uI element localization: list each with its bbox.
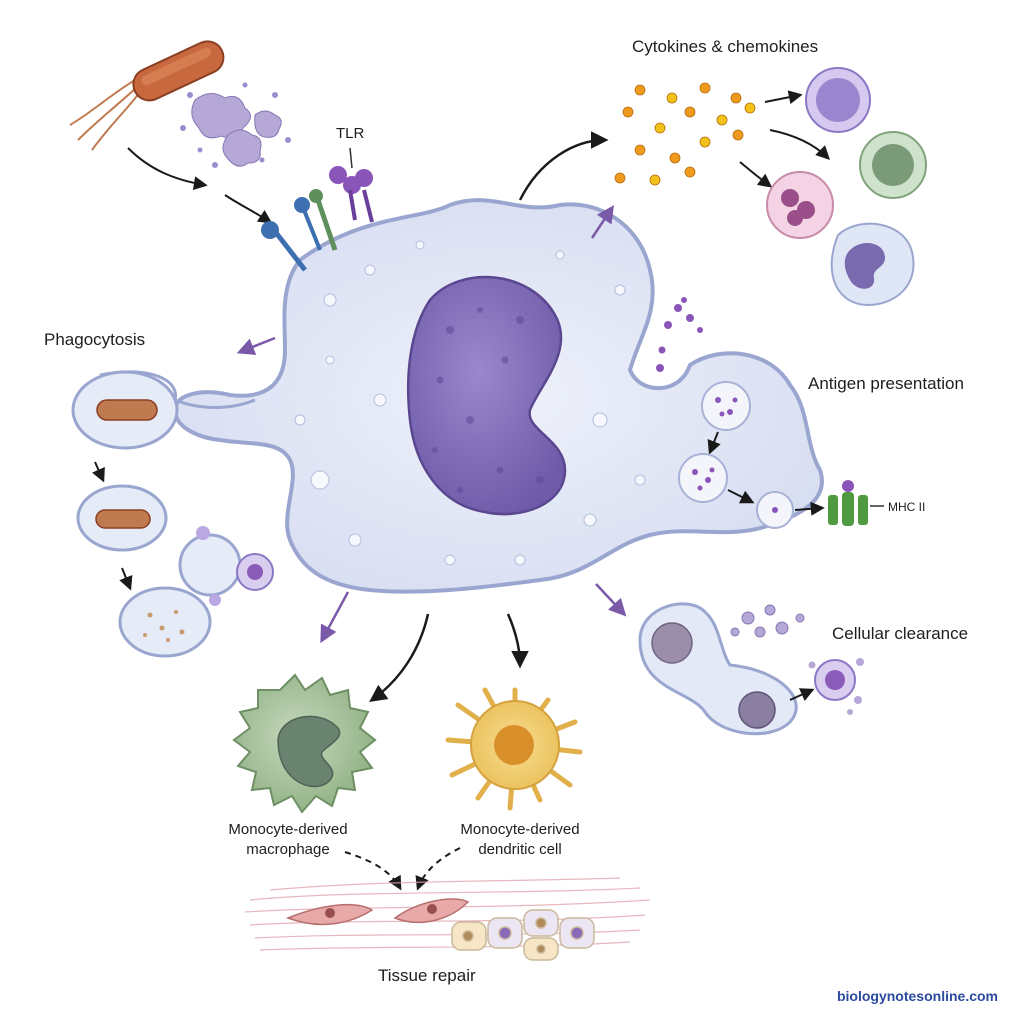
fibroblast-cells xyxy=(285,898,470,926)
mhc-ii-molecule xyxy=(828,480,868,526)
tlr-receptor-blue xyxy=(261,197,322,272)
arrow-to-neutrophil xyxy=(739,161,773,188)
tlr-receptor-purple xyxy=(329,166,374,223)
dendritic-label: Monocyte-derived dendritic cell xyxy=(450,820,590,860)
cytokine-particles xyxy=(614,82,756,186)
arrow-to-apoptotic-cell xyxy=(789,688,815,702)
tlr-receptor-green xyxy=(309,189,338,251)
green-immune-cell xyxy=(859,131,927,199)
apoptotic-cell xyxy=(808,658,864,715)
macrophage-label-line1: Monocyte-derived xyxy=(228,821,348,838)
pathogen-debris xyxy=(191,93,282,167)
debris-dots xyxy=(180,82,291,168)
arrow-to-lymphocyte xyxy=(764,90,803,105)
antigen-presentation-label: Antigen presentation xyxy=(808,374,964,393)
apoptotic-debris xyxy=(730,604,805,638)
arrow-debris-to-tlr xyxy=(224,194,273,224)
phagolysosome-degraded xyxy=(118,586,212,658)
bacterium-pathogen xyxy=(69,40,225,151)
phagocytosis-label: Phagocytosis xyxy=(44,330,146,349)
dashed-arrow-dendritic-to-repair xyxy=(415,847,461,891)
dendritic-label-line2: dendritic cell xyxy=(478,841,562,858)
tlr-label: TLR xyxy=(336,125,365,142)
tlr-label-pointer xyxy=(349,147,353,169)
arrow-purple-to-macrophage-left xyxy=(320,591,350,644)
macrophage-cell xyxy=(232,673,377,814)
endosome-antigen xyxy=(701,381,751,431)
arrow-to-green-cell xyxy=(769,129,830,160)
neutrophil-cell xyxy=(766,171,834,239)
dendritic-cell xyxy=(445,687,583,811)
arrow-to-dendritic xyxy=(506,613,529,669)
arrow-phago-step2 xyxy=(119,567,133,591)
arrow-to-phagocytosis xyxy=(236,336,276,355)
nucleus-chromatin xyxy=(432,307,544,493)
kidney-shaped-nucleus xyxy=(406,275,567,516)
arrow-phago-step1 xyxy=(92,461,105,483)
antigen-particles xyxy=(656,297,703,372)
lymphocyte-cell xyxy=(805,67,871,133)
macrophage-label: Monocyte-derived macrophage xyxy=(218,820,358,860)
cytoplasm-vesicles xyxy=(294,240,646,566)
dashed-arrow-macrophage-to-repair xyxy=(344,851,402,891)
clearance-phagocyte xyxy=(638,602,798,736)
arrow-to-macrophage xyxy=(369,613,430,703)
arrow-pathogen-to-tlr xyxy=(127,147,208,191)
monocyte-small-cell xyxy=(830,222,915,307)
source-credit: biologynotesonline.com xyxy=(836,988,998,1004)
processing-endosome xyxy=(678,453,728,503)
cytokines-label: Cytokines & chemokines xyxy=(632,37,819,56)
arrow-to-cytokines xyxy=(518,131,609,201)
arrow-to-mhc-vesicle xyxy=(727,489,755,504)
arrow-to-mhc xyxy=(794,501,825,516)
mhc-ii-label: MHC II xyxy=(888,500,926,514)
lysosome-fusion xyxy=(178,526,274,606)
macrophage-label-line2: macrophage xyxy=(246,841,330,858)
tissue-repair-label: Tissue repair xyxy=(378,966,476,985)
arrow-to-clearance xyxy=(595,583,627,617)
arrow-endosome-step xyxy=(707,431,721,455)
epithelial-cells xyxy=(451,909,595,961)
cellular-clearance-label: Cellular clearance xyxy=(832,624,969,643)
dendritic-label-line1: Monocyte-derived xyxy=(460,821,580,838)
arrow-purple-to-cytokines xyxy=(590,205,614,239)
phagosome-internalized-bacterium xyxy=(76,484,168,552)
mhc-loading-vesicle xyxy=(756,491,794,529)
phagosome-engulfing-bacterium xyxy=(71,370,256,450)
